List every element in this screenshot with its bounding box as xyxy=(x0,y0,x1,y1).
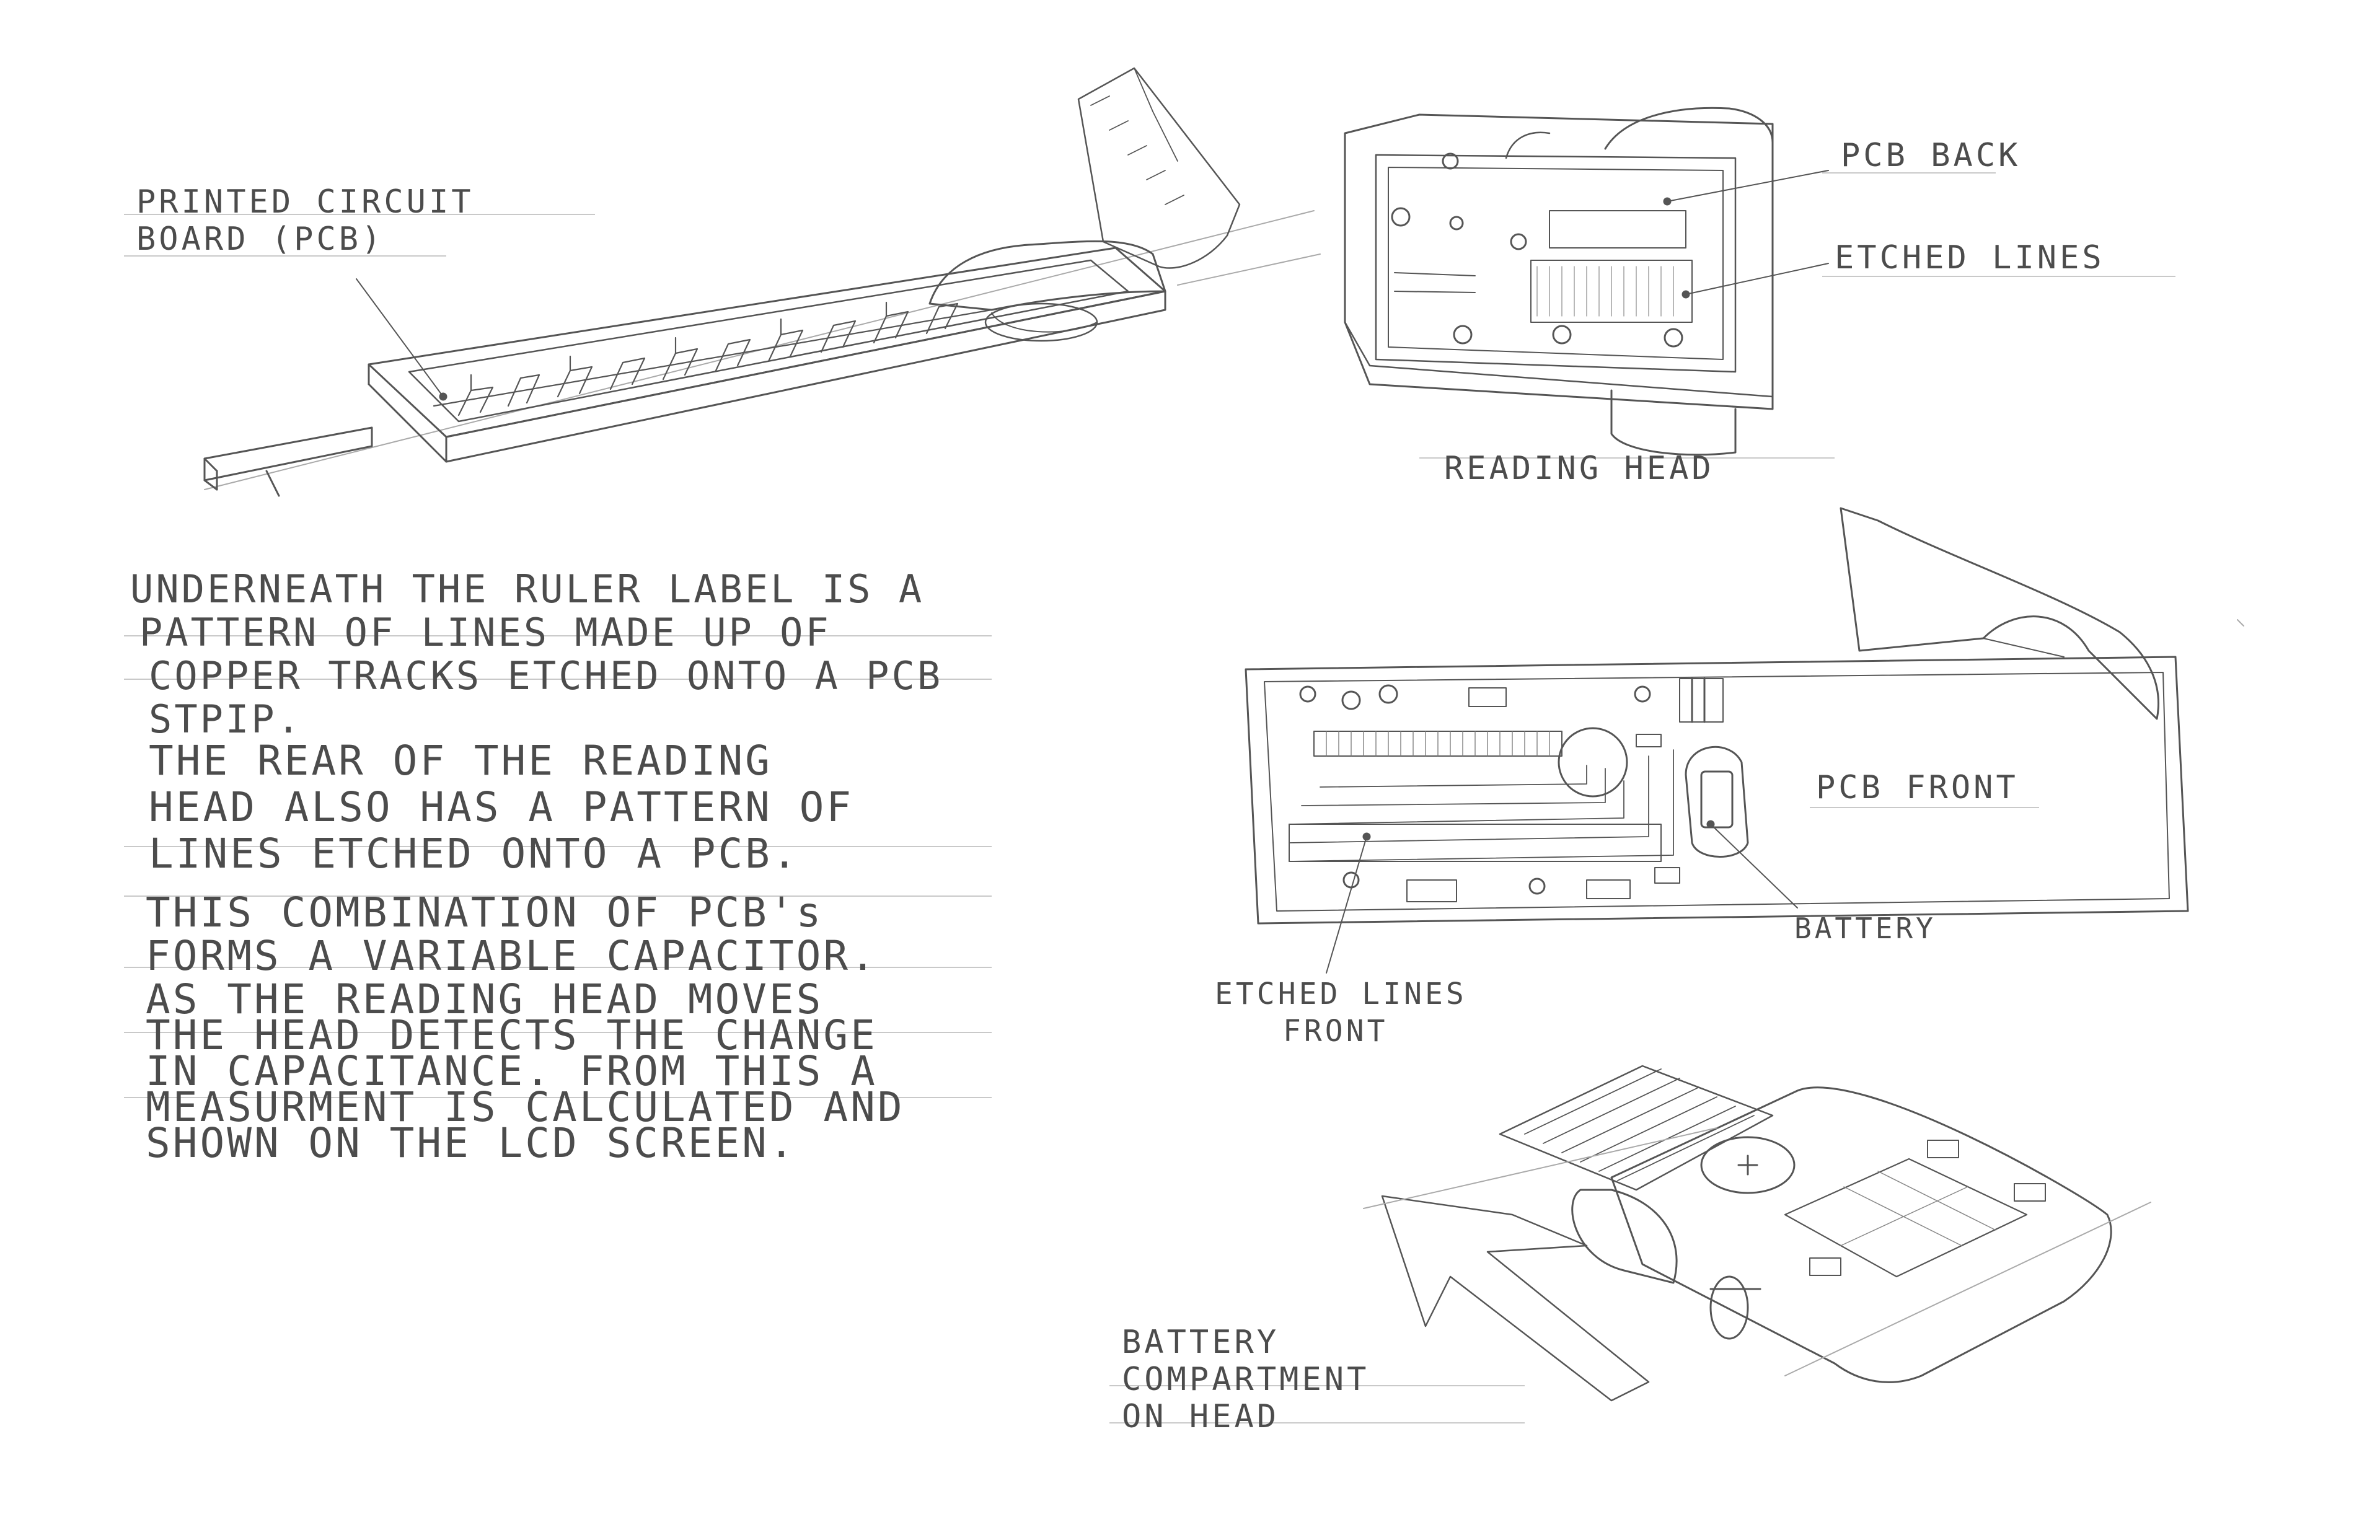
pcb-front-drawing xyxy=(1246,657,2188,973)
etched-lines-front-line-1: ETCHED LINES xyxy=(1215,977,1467,1011)
battery-compartment-line-2: COMPARTMENT xyxy=(1122,1361,1370,1398)
pcb-label-line-1: PRINTED CIRCUIT xyxy=(136,183,474,221)
paragraph-1-line-2: PATTERN OF LINES MADE UP OF xyxy=(139,610,831,655)
paragraph-3-line-1: THIS COMBINATION OF PCB's xyxy=(146,889,824,936)
paragraph-1-line-3: COPPER TRACKS ETCHED ONTO A PCB xyxy=(149,653,943,698)
battery-compartment-drawing xyxy=(1364,1066,2151,1401)
pcb-label-line-2: BOARD (PCB) xyxy=(136,221,384,258)
pcb-front-label: PCB FRONT xyxy=(1816,769,2019,806)
paragraph-1-line-1: UNDERNEATH THE RULER LABEL IS A xyxy=(130,566,925,612)
paragraph-3-line-6: MEASURMENT IS CALCULATED AND xyxy=(146,1083,905,1131)
battery-compartment-line-1: BATTERY xyxy=(1122,1324,1280,1361)
etched-lines-front-line-2: FRONT xyxy=(1283,1014,1388,1049)
paragraph-2-line-1: THE REAR OF THE READING xyxy=(149,737,772,785)
paragraph-3-line-7: SHOWN ON THE LCD SCREEN. xyxy=(146,1119,796,1167)
battery-compartment-label: BATTERY COMPARTMENT ON HEAD xyxy=(1122,1326,1369,1438)
pcb-back-drawing xyxy=(1345,108,1828,454)
paragraph-reading-head: THE REAR OF THE READING HEAD ALSO HAS A … xyxy=(149,741,853,880)
paragraph-1-line-4: STPIP. xyxy=(149,697,302,742)
paragraph-3-line-4: THE HEAD DETECTS THE CHANGE xyxy=(146,1011,878,1059)
flip-arrow xyxy=(1841,508,2159,719)
paragraph-3-line-5: IN CAPACITANCE. FROM THIS A xyxy=(146,1047,878,1095)
battery-compartment-line-3: ON HEAD xyxy=(1122,1398,1280,1435)
etched-lines-front-label: ETCHED LINES FRONT xyxy=(1215,979,1467,1054)
battery-label: BATTERY xyxy=(1794,912,1936,945)
reading-head-label: READING HEAD xyxy=(1444,450,1714,487)
pcb-label: PRINTED CIRCUIT BOARD (PCB) xyxy=(136,186,474,266)
paragraph-2-line-2: HEAD ALSO HAS A PATTERN OF xyxy=(149,783,854,831)
paragraph-capacitor: THIS COMBINATION OF PCB's FORMS A VARIAB… xyxy=(146,889,905,1167)
paragraph-2-line-3: LINES ETCHED ONTO A PCB. xyxy=(149,830,800,878)
etched-lines-label: ETCHED LINES xyxy=(1835,239,2105,276)
pcb-back-label: PCB BACK xyxy=(1841,137,2021,174)
paragraph-3-line-2: FORMS A VARIABLE CAPACITOR. xyxy=(146,932,878,980)
paragraph-3-line-3: AS THE READING HEAD MOVES xyxy=(146,975,824,1023)
ruler-pcb-drawing xyxy=(205,68,1320,496)
paragraph-ruler-label: UNDERNEATH THE RULER LABEL IS A PATTERN … xyxy=(130,566,943,742)
